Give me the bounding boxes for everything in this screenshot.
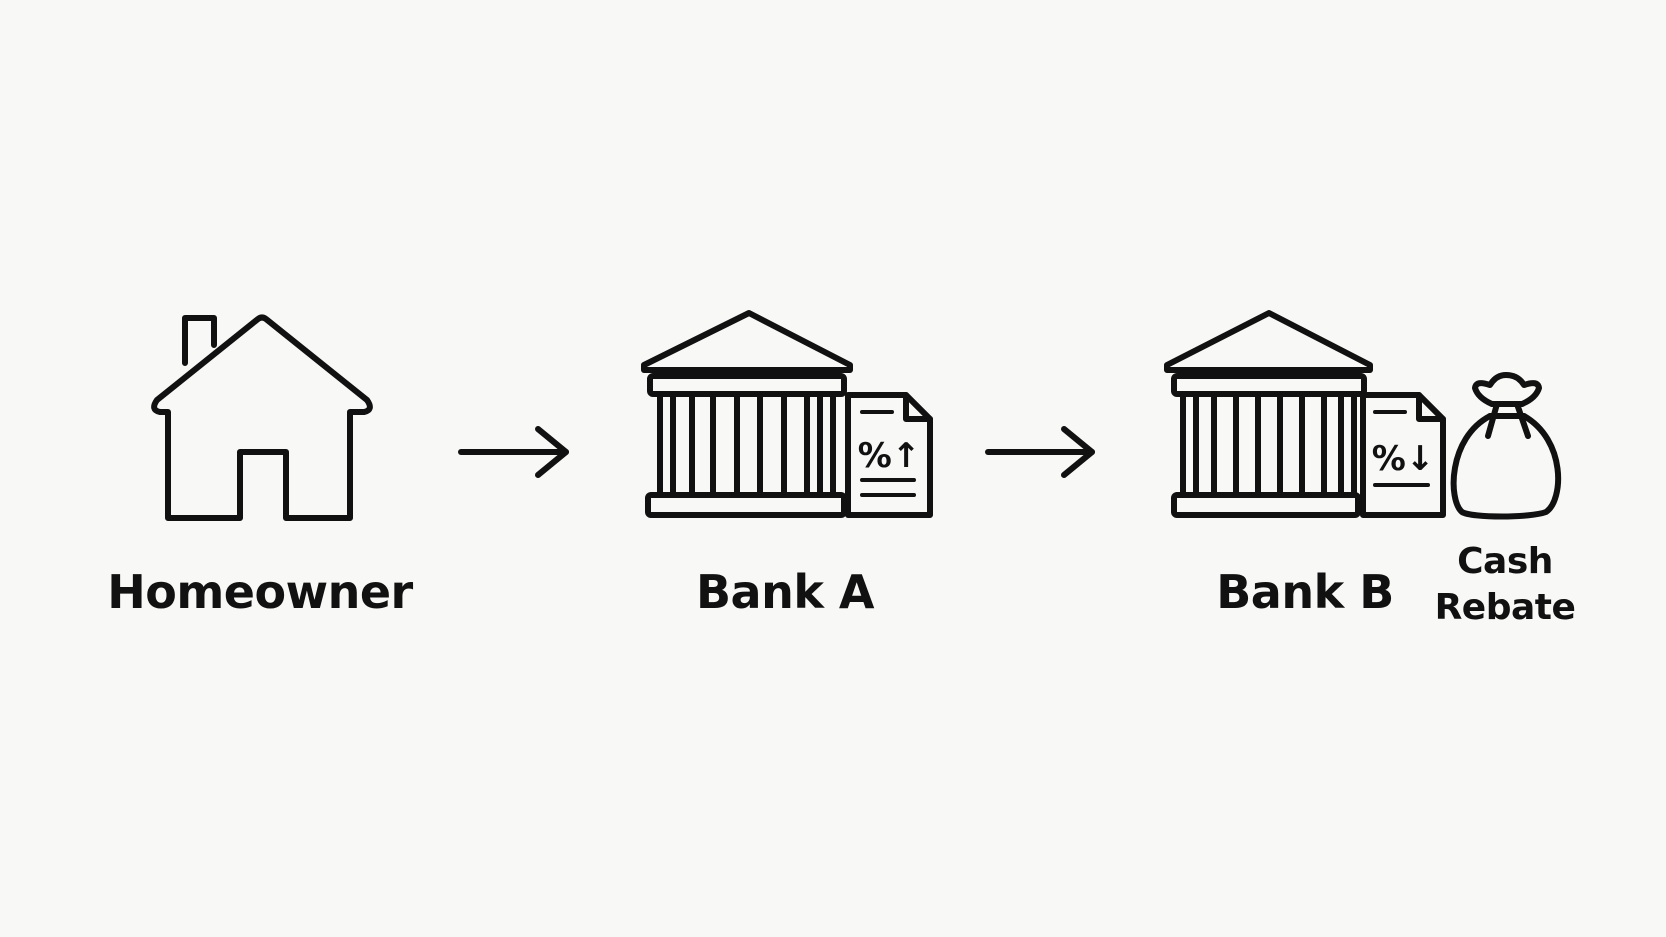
bank-icon	[641, 310, 853, 518]
bank-b-label: Bank B	[1216, 565, 1394, 619]
rate-up-symbol: %↑	[858, 436, 921, 476]
bank-icon	[1164, 310, 1373, 518]
money-bag-icon	[1450, 372, 1562, 520]
rate-up-document-icon	[845, 392, 933, 518]
house-icon	[151, 314, 373, 521]
rate-down-symbol: %↓	[1372, 439, 1435, 479]
homeowner-label: Homeowner	[107, 565, 413, 619]
cash-rebate-label-line2: Rebate	[1434, 587, 1576, 628]
arrow-right-icon	[985, 426, 1095, 478]
bank-a-label: Bank A	[695, 565, 875, 619]
cash-rebate-label-line1: Cash	[1457, 541, 1553, 582]
rate-down-document-icon	[1360, 392, 1446, 518]
arrow-right-icon	[458, 426, 569, 478]
